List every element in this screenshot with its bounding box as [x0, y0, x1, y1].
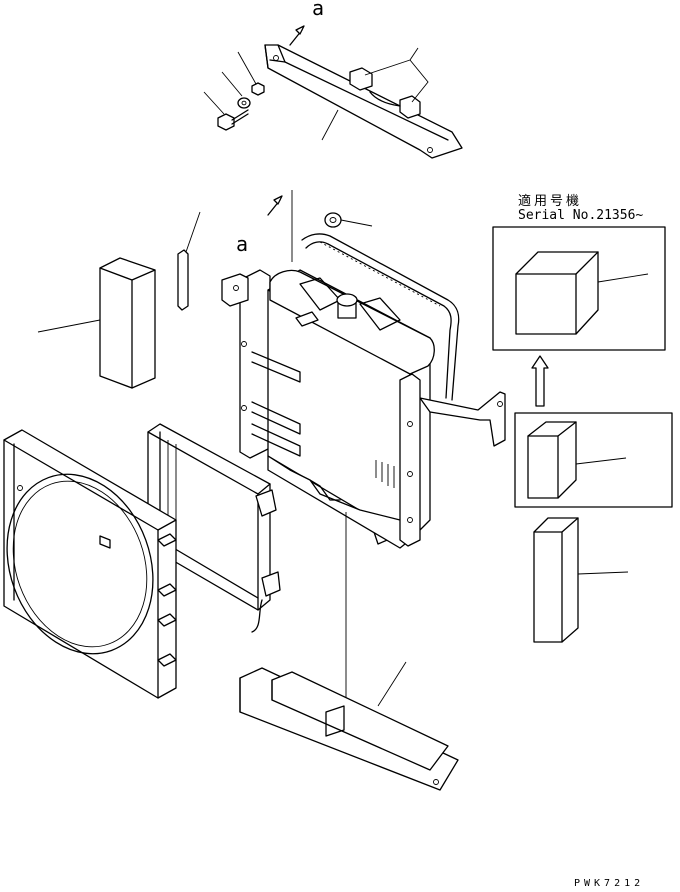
serial-number-label: Serial No.21356~ — [518, 208, 644, 223]
seal-tall — [99, 257, 156, 389]
leader-seal-strip — [185, 211, 201, 253]
leader-clip-b — [409, 59, 429, 103]
leader-bolt — [203, 91, 225, 115]
view-marker-top: a — [312, 0, 325, 20]
leader-clip-a — [364, 59, 411, 76]
nut — [251, 82, 265, 96]
leader-upper-plate — [321, 109, 339, 141]
leader-washer — [221, 71, 243, 97]
view-arrow-mid — [267, 190, 293, 262]
leader-radiator-cap — [340, 219, 373, 227]
leader-nut — [237, 51, 257, 85]
upper-cover-plate — [264, 44, 463, 159]
radiator-assembly — [221, 233, 506, 549]
radiator-cap — [324, 212, 342, 228]
seal-tall-lower — [533, 517, 629, 643]
bolt — [217, 109, 249, 131]
seal-block-new-box — [492, 226, 666, 351]
up-arrow — [531, 355, 549, 407]
seal-block-old-box — [514, 412, 673, 508]
view-arrow-top — [289, 25, 305, 46]
washer — [237, 97, 251, 109]
leader-seal-tall — [37, 319, 101, 333]
oil-cooler — [147, 423, 281, 633]
fan-shroud — [3, 429, 177, 699]
seal-strip — [177, 249, 189, 311]
view-marker-mid: a — [236, 232, 249, 256]
applicable-models-label: 適用号機 — [518, 194, 583, 209]
leader-lower-plate — [377, 661, 407, 707]
lower-cover-plate — [239, 667, 459, 791]
drawing-code: PWK7212 — [574, 878, 645, 889]
